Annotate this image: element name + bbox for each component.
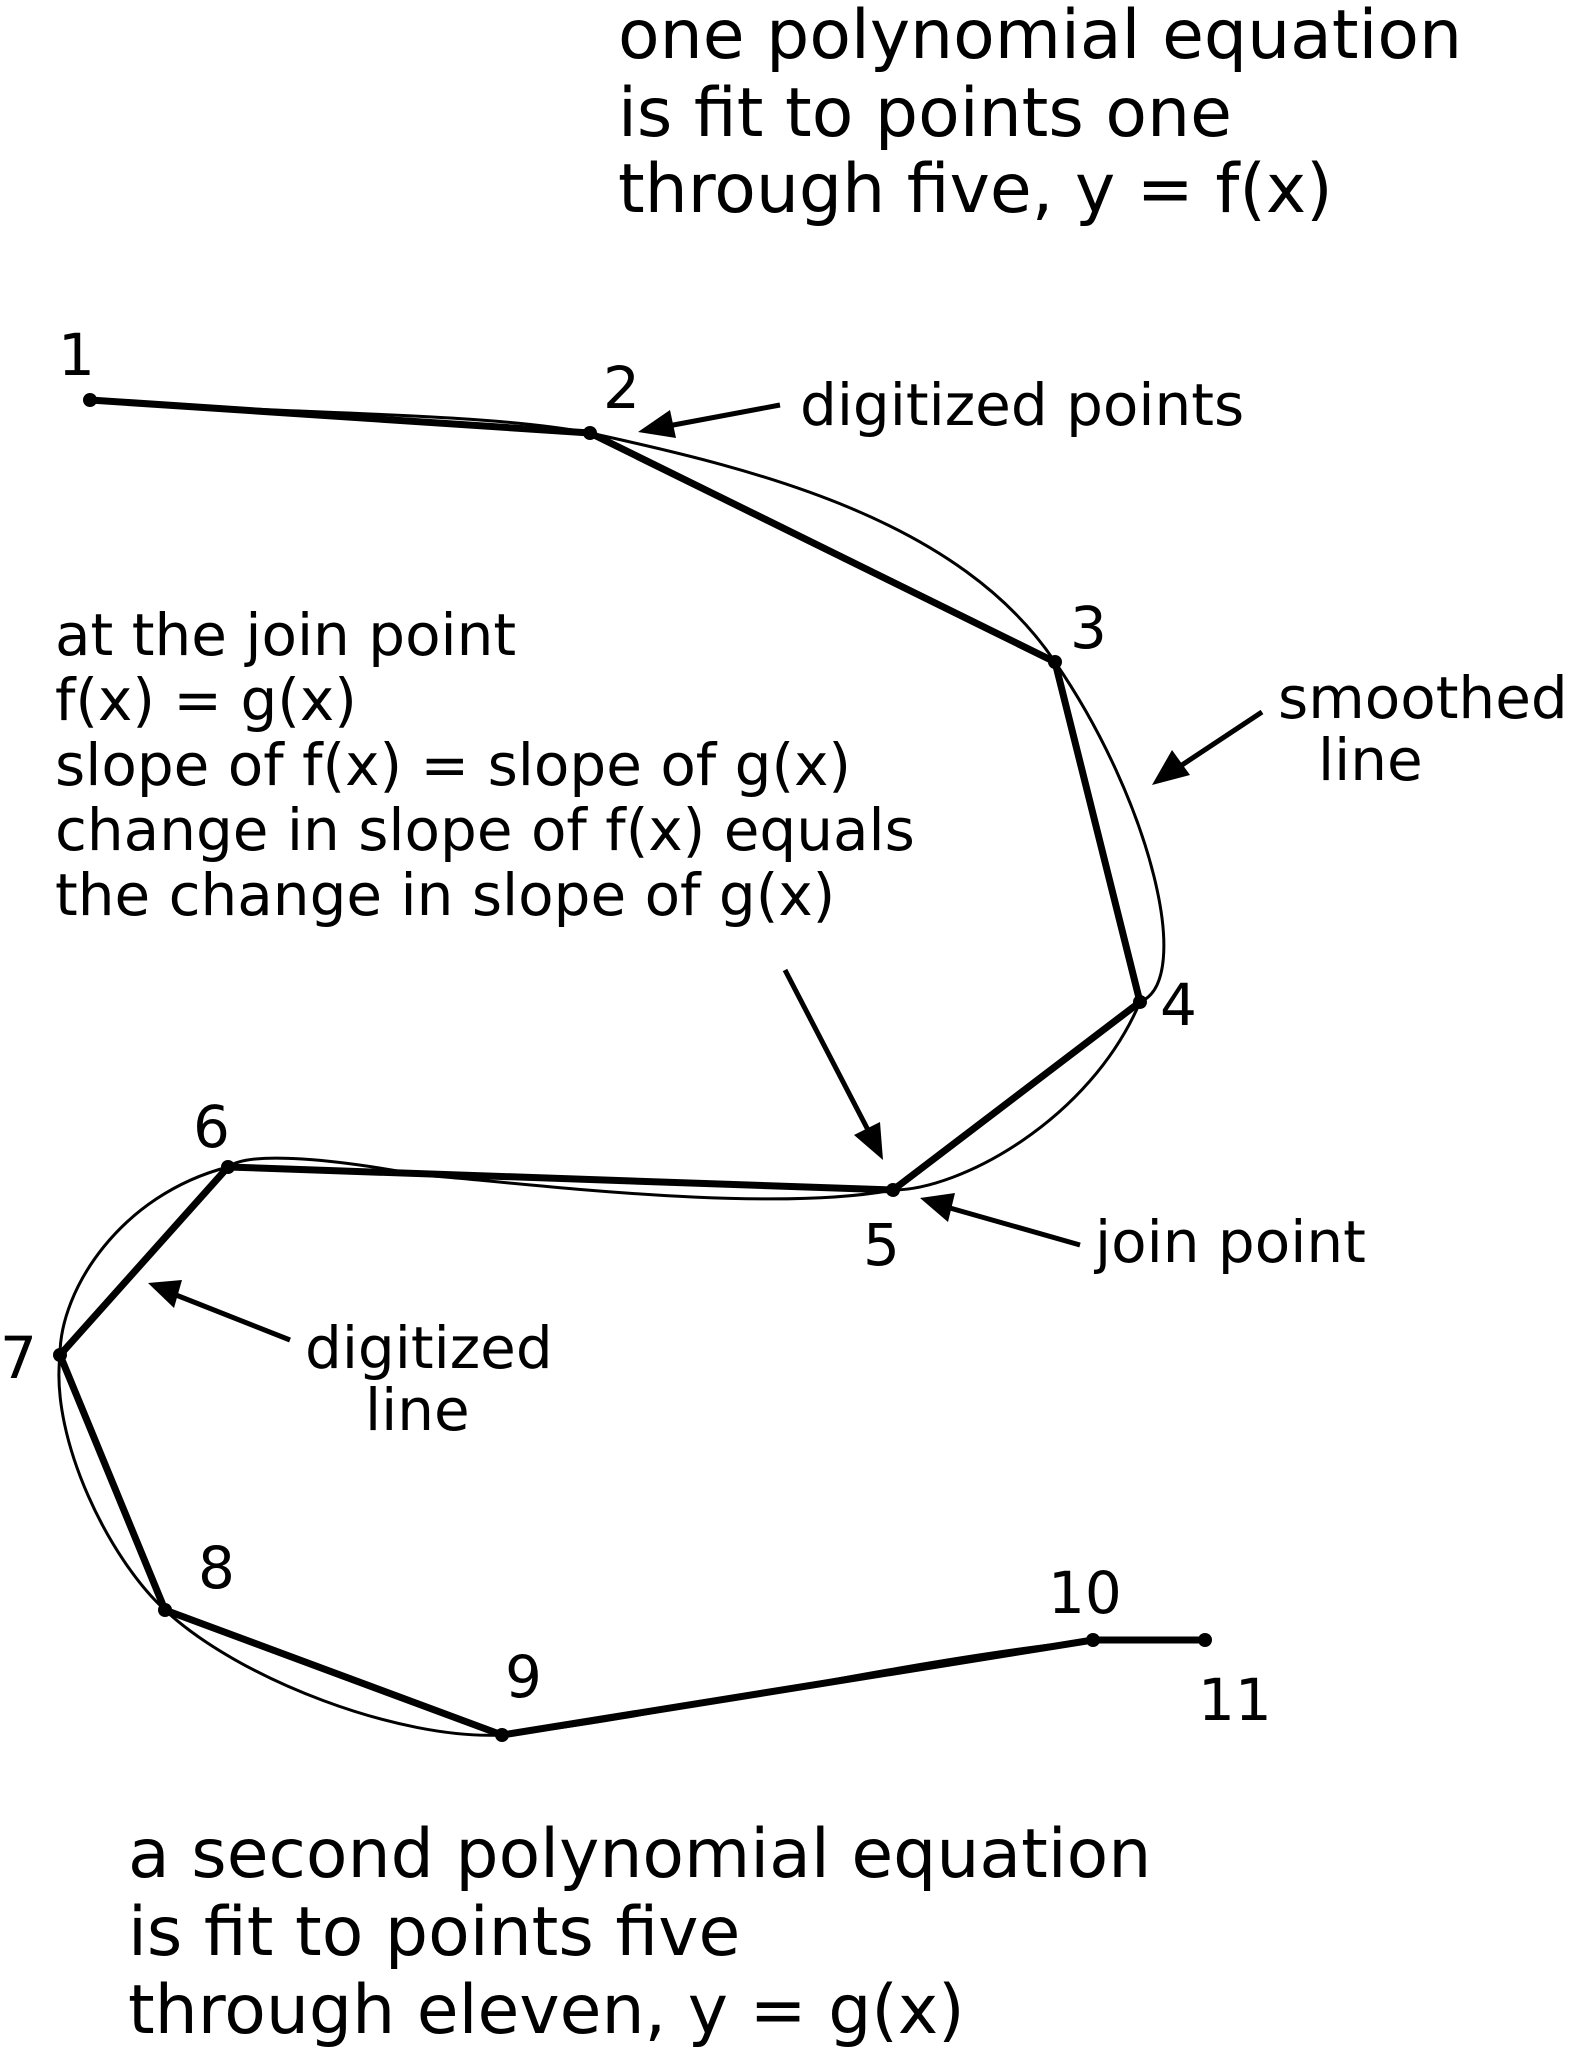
header-line-3: through five, y = f(x) — [618, 150, 1333, 229]
point-2 — [583, 426, 597, 440]
arrow-digitized-line-head — [148, 1280, 182, 1308]
arrow-smoothed-line-head — [1152, 750, 1190, 785]
arrow-join-point-shaft — [949, 1205, 1081, 1248]
join-conditions-text: at the join point f(x) = g(x) slope of f… — [55, 601, 915, 929]
label-join-point: join point — [1093, 1208, 1366, 1276]
point-3 — [1048, 655, 1062, 669]
point-label-2: 2 — [603, 354, 640, 422]
arrow-conditions-shaft — [782, 968, 871, 1132]
header-line-2: is fit to points one — [618, 74, 1232, 153]
join-condition-line-2: f(x) = g(x) — [55, 666, 357, 734]
point-8 — [158, 1603, 172, 1617]
point-label-7: 7 — [0, 1324, 37, 1392]
point-9 — [495, 1728, 509, 1742]
arrow-digitized-points-shaft — [667, 402, 781, 429]
label-digitized-line-1: digitized — [305, 1314, 553, 1382]
label-digitized-points: digitized points — [800, 371, 1244, 439]
label-smoothed-line-1: smoothed — [1278, 664, 1568, 732]
point-label-9: 9 — [505, 1643, 542, 1711]
point-label-8: 8 — [198, 1534, 235, 1602]
point-4 — [1133, 995, 1147, 1009]
callout-digitized-points: digitized points — [638, 371, 1244, 439]
callout-digitized-line: digitized line — [148, 1280, 553, 1444]
point-label-3: 3 — [1070, 594, 1107, 662]
point-label-11: 11 — [1198, 1666, 1272, 1734]
callout-join-point: join point — [920, 1193, 1366, 1276]
join-condition-line-1: at the join point — [55, 601, 516, 669]
arrow-digitized-line-shaft — [175, 1292, 291, 1343]
arrow-conditions-head — [854, 1122, 883, 1160]
point-label-1: 1 — [58, 321, 95, 389]
point-10 — [1086, 1633, 1100, 1647]
point-label-4: 4 — [1160, 971, 1197, 1039]
smoothed-curve-g — [57, 1165, 1094, 1737]
callout-join-conditions-arrow — [782, 968, 883, 1160]
point-7 — [53, 1348, 67, 1362]
digitized-points — [53, 393, 1212, 1742]
footer-description: a second polynomial equation is fit to p… — [128, 1815, 1151, 2050]
arrow-digitized-points-head — [638, 410, 676, 438]
label-digitized-line-2: line — [365, 1376, 470, 1444]
arrow-join-point-head — [920, 1193, 955, 1222]
footer-line-2: is fit to points five — [128, 1893, 740, 1972]
header-description: one polynomial equation is fit to points… — [618, 0, 1462, 229]
point-6 — [221, 1160, 235, 1174]
join-condition-line-3: slope of f(x) = slope of g(x) — [55, 731, 851, 799]
join-condition-line-4: change in slope of f(x) equals — [55, 796, 915, 864]
point-label-10: 10 — [1048, 1559, 1122, 1627]
footer-line-3: through eleven, y = g(x) — [128, 1971, 965, 2050]
callout-smoothed-line: smoothed line — [1152, 664, 1568, 794]
footer-line-1: a second polynomial equation — [128, 1815, 1151, 1894]
header-line-1: one polynomial equation — [618, 0, 1462, 75]
point-label-6: 6 — [193, 1093, 230, 1161]
point-labels: 1 2 3 4 5 6 7 8 9 10 11 — [0, 321, 1272, 1734]
label-smoothed-line-2: line — [1318, 726, 1423, 794]
point-label-5: 5 — [863, 1211, 900, 1279]
arrow-smoothed-line-shaft — [1180, 709, 1264, 768]
point-11 — [1198, 1633, 1212, 1647]
join-condition-line-5: the change in slope of g(x) — [55, 861, 835, 929]
point-1 — [83, 393, 97, 407]
point-5 — [886, 1183, 900, 1197]
